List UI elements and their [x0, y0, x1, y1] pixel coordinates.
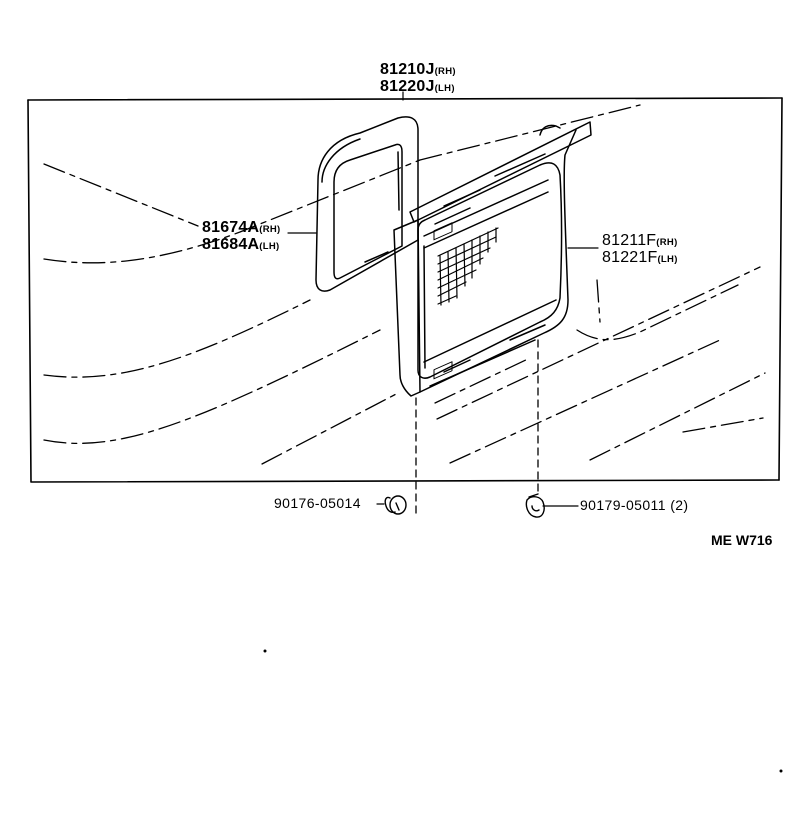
part-code: 81210J [380, 61, 435, 78]
part-code: 81221F [602, 249, 658, 266]
glass-marks [433, 222, 453, 380]
part-number-rh: 81210J(RH) [380, 62, 456, 79]
callout-leaders [287, 232, 599, 507]
part-number-lh: 81220J(LH) [380, 79, 456, 96]
side-suffix: (LH) [259, 241, 280, 252]
glass-frame [393, 121, 592, 397]
side-suffix: (LH) [434, 83, 455, 94]
part-code: 81684A [202, 236, 260, 253]
fastener-phantom-lines [415, 339, 539, 517]
callout-weatherstrip: 81674A(RH) 81684A(LH) [202, 220, 281, 254]
part-code: 81220J [380, 78, 435, 95]
nut-icon [525, 493, 545, 518]
side-suffix: (RH) [434, 66, 456, 77]
clip-icon [384, 495, 407, 515]
callout-glass-frame: 81211F(RH) 81221F(LH) [602, 233, 678, 267]
scan-speck [263, 649, 267, 653]
part-number-lh: 81684A(LH) [202, 237, 281, 254]
part-code: 81674A [202, 219, 260, 236]
side-suffix: (RH) [259, 224, 281, 235]
part-number-rh: 81211F(RH) [602, 233, 678, 250]
callout-window-assembly: 81210J(RH) 81220J(LH) [380, 62, 456, 96]
side-suffix: (RH) [656, 237, 678, 248]
part-number-rh: 81674A(RH) [202, 220, 281, 237]
part-number-lh: 81221F(LH) [602, 250, 678, 267]
scan-speck [779, 769, 783, 773]
part-code: 90179-05011 [580, 497, 666, 513]
weatherstrip-seal [315, 116, 419, 292]
callout-clip: 90176-05014 [274, 495, 361, 511]
diagram-border [27, 97, 783, 483]
side-suffix: (LH) [657, 254, 678, 265]
callout-nut: 90179-05011 (2) [580, 497, 689, 513]
part-code: 81211F [602, 232, 657, 249]
body-phantom-lines [43, 104, 766, 465]
quantity: (2) [670, 497, 689, 513]
part-code: 90176-05014 [274, 495, 361, 511]
glass-grid [437, 227, 499, 306]
reference-code: ME W716 [711, 532, 773, 548]
